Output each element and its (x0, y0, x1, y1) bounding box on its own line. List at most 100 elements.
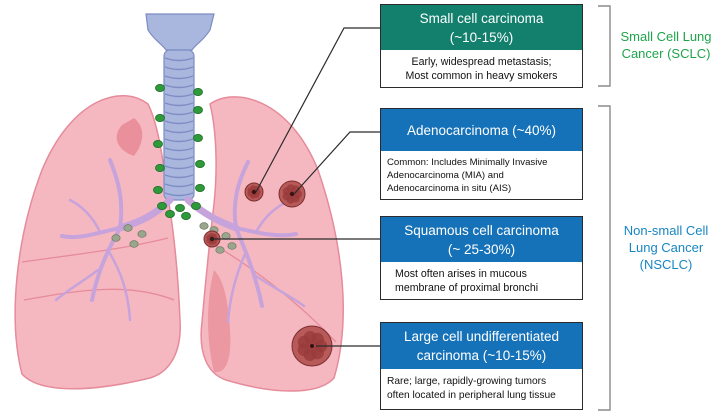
nsclc-label-line-1: Non-small Cell (623, 223, 709, 238)
tracheal-ring (164, 174, 194, 179)
lymph-node (155, 84, 165, 93)
bronchial-lymph-node (137, 230, 147, 238)
sclc-label-line-1: Small Cell Lung (620, 29, 712, 44)
leader-small-cell (255, 27, 380, 193)
leader-lines (210, 27, 380, 347)
bronchus (108, 158, 124, 230)
lymph-node (181, 211, 191, 220)
sclc-label-line-2: Cancer (SCLC) (621, 46, 711, 61)
squamous-desc-line-1: Most often arises in mucous (395, 267, 527, 280)
nsclc-label-line-3: (NSCLC) (639, 257, 693, 272)
small-cell-title: Small cell carcinoma (~10-15%) (381, 5, 582, 50)
lymph-node (155, 163, 165, 172)
large-cell-desc-line-2: often located in peripheral lung tissue (387, 390, 556, 401)
box-adenocarcinoma: Adenocarcinoma (~40%) Common: Includes M… (380, 108, 583, 200)
large-cell-description: Rare; large, rapidly-growing tumors ofte… (381, 369, 582, 409)
tracheal-ring (164, 147, 194, 152)
bronchus (234, 226, 264, 308)
tracheal-ring (164, 165, 194, 170)
lymph-node (153, 139, 163, 148)
tracheal-ring (164, 84, 194, 89)
tracheal-ring (164, 102, 194, 107)
bracket-sclc (598, 5, 611, 87)
tumor-small-cell-core (251, 189, 257, 195)
bronchial-lymph-node (221, 232, 231, 240)
tracheal-ring (164, 120, 194, 125)
adeno-desc-line-1: Common: Includes Minimally Invasive (387, 156, 548, 168)
lymph-node (157, 201, 167, 210)
left-lung (200, 96, 344, 392)
nsclc-label-line-2: Lung Cancer (628, 240, 704, 255)
lymph-node (155, 114, 165, 123)
adeno-title-line-1: Adenocarcinoma (~40%) (407, 122, 556, 138)
squamous-desc-line-2: membrane of proximal bronchi (395, 281, 539, 294)
box-small-cell: Small cell carcinoma (~10-15%) Early, wi… (380, 4, 583, 88)
lymph-nodes (111, 84, 237, 254)
tumor-adeno (278, 180, 306, 208)
bronchus (226, 250, 248, 324)
large-cell-title: Large cell undifferentiated carcinoma (~… (381, 323, 582, 369)
lymph-node (193, 133, 203, 142)
tracheal-ring (164, 66, 194, 71)
small-cell-desc-line-1: Early, widespread metastasis; (411, 55, 552, 68)
squamous-title-line-2: (~ 25-30%) (447, 241, 516, 257)
bronchial-lymph-node (215, 246, 225, 254)
squamous-title-line-1: Squamous cell carcinoma (404, 222, 559, 238)
bracket-nsclc (598, 105, 611, 411)
lymph-node (175, 203, 185, 212)
large-cell-title-line-1: Large cell undifferentiated (403, 329, 560, 344)
squamous-description: Most often arises in mucous membrane of … (381, 262, 582, 299)
bronchus (234, 226, 298, 238)
lymph-node (153, 185, 163, 194)
lymph-node (191, 201, 201, 210)
adeno-desc-line-2: Adenocarcinoma (MIA) and (387, 169, 504, 181)
group-brackets (598, 5, 611, 411)
trachea (145, 13, 215, 201)
small-cell-title-line-1: Small cell carcinoma (419, 10, 544, 26)
bronchial-lymph-node (227, 242, 237, 250)
adeno-description: Common: Includes Minimally Invasive Aden… (381, 151, 582, 199)
lymph-node (195, 183, 205, 192)
adeno-title: Adenocarcinoma (~40%) (381, 109, 582, 151)
small-cell-title-line-2: (~10-15%) (449, 29, 514, 45)
small-cell-description: Early, widespread metastasis; Most commo… (381, 50, 582, 87)
tracheal-ring (164, 57, 194, 62)
bronchial-lymph-node (123, 224, 133, 232)
tracheal-ring (164, 111, 194, 116)
tracheal-ring (164, 183, 194, 188)
tumor-large-cell-lobe (311, 332, 324, 346)
bronchial-lymph-node (129, 240, 139, 248)
tumor-large-cell (291, 325, 333, 367)
bronchus (60, 226, 122, 239)
bronchus (106, 248, 132, 322)
bronchus (254, 274, 306, 308)
lymph-node (195, 159, 205, 168)
tumor-adeno-core (289, 191, 295, 197)
large-cell-title-line-2: carcinoma (~10-15%) (416, 348, 547, 363)
bronchial-lymph-node (199, 222, 209, 230)
tracheal-ring (164, 75, 194, 80)
lymph-node (165, 209, 175, 218)
lymph-node (193, 88, 203, 97)
right-lung (14, 95, 181, 390)
tracheal-ring (164, 129, 194, 134)
bronchus (54, 268, 100, 302)
sclc-group-label: Small Cell Lung Cancer (SCLC) (614, 28, 718, 62)
squamous-title: Squamous cell carcinoma (~ 25-30%) (381, 217, 582, 262)
box-squamous-cell: Squamous cell carcinoma (~ 25-30%) Most … (380, 216, 583, 300)
nsclc-group-label: Non-small Cell Lung Cancer (NSCLC) (614, 222, 718, 273)
tumor-adeno-lobe (291, 185, 300, 194)
small-cell-desc-line-2: Most common in heavy smokers (405, 69, 558, 82)
tracheal-ring (164, 93, 194, 98)
leader-adeno (293, 131, 380, 195)
bronchus (232, 160, 250, 230)
large-cell-desc-line-1: Rare; large, rapidly-growing tumors (387, 376, 547, 387)
tumor-large-cell-core (309, 343, 315, 349)
tracheal-ring (164, 138, 194, 143)
adeno-desc-line-3: Adenocarcinoma in situ (AIS) (387, 182, 512, 194)
tracheal-ring (164, 156, 194, 161)
lymph-node (193, 106, 203, 115)
tracheal-ring (164, 192, 194, 197)
bronchial-lymph-node (111, 234, 121, 242)
